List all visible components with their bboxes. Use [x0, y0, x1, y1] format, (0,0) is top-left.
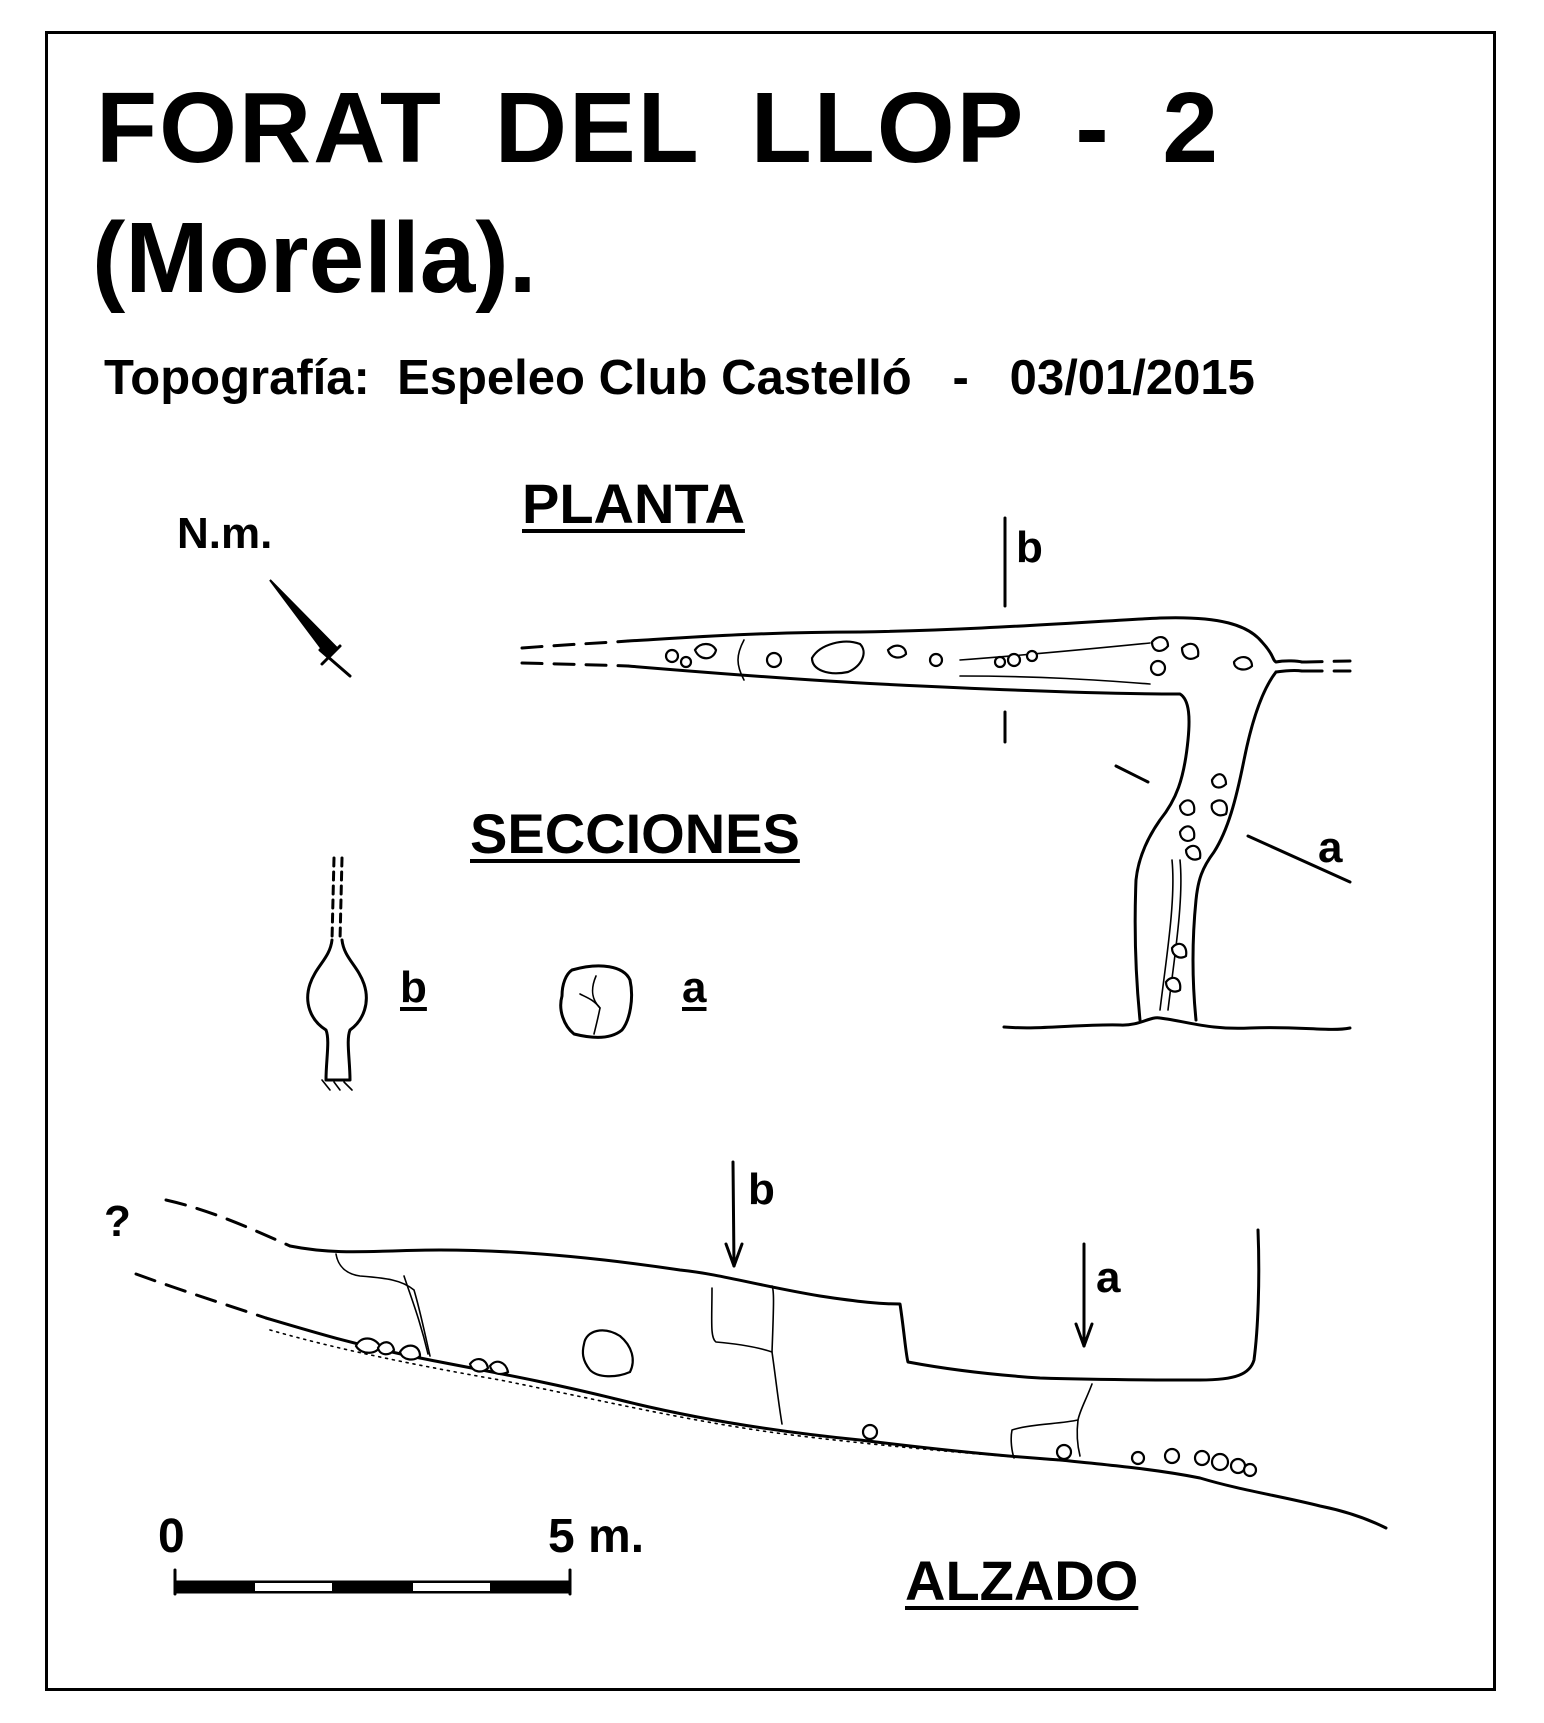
- elevation-section-b-label: b: [748, 1165, 775, 1214]
- scale-segment: [174, 1581, 255, 1593]
- plan-rocks: [664, 636, 1254, 993]
- elevation-floor: [264, 1316, 1388, 1530]
- plan-surface-line: [1002, 1016, 1352, 1031]
- unknown-continuation-mark: ?: [104, 1197, 131, 1246]
- scale-bar: [173, 1568, 572, 1596]
- drawing-frame: [45, 31, 1496, 1691]
- scale-end-label: 5 m.: [548, 1510, 645, 1563]
- plan-passage-outline: [626, 616, 1304, 1022]
- cross-sections: [306, 856, 634, 1091]
- cave-location: (Morella).: [92, 202, 537, 314]
- scale-segment: [332, 1581, 413, 1593]
- scale-start-label: 0: [158, 1510, 185, 1563]
- elevation-label: ALZADO: [905, 1549, 1139, 1612]
- plan-section-b-label: b: [1016, 523, 1043, 572]
- elevation-rocks: [354, 1329, 1258, 1478]
- sections-label: SECCIONES: [470, 802, 800, 865]
- elevation-section-a-label: a: [1096, 1253, 1121, 1302]
- cave-title: FORAT DEL LLOP - 2: [96, 72, 1221, 184]
- section-b-label: b: [400, 963, 427, 1012]
- scale-segment: [253, 1581, 334, 1593]
- elevation-ceiling: [288, 1228, 1261, 1382]
- section-b: [306, 856, 368, 1091]
- plan-section-a-label: a: [1318, 823, 1343, 872]
- scale-segment: [490, 1581, 571, 1593]
- scale-segment: [411, 1581, 492, 1593]
- plan-view-label: PLANTA: [522, 472, 745, 535]
- survey-credit: Topografía: Espeleo Club Castelló - 03/0…: [104, 351, 1255, 405]
- north-arrow-icon: [269, 579, 352, 678]
- section-a-label: a: [682, 963, 707, 1012]
- elevation-view: [134, 1160, 1388, 1530]
- plan-view: [520, 516, 1352, 1031]
- magnetic-north-label: N.m.: [177, 509, 273, 558]
- section-a: [559, 964, 634, 1039]
